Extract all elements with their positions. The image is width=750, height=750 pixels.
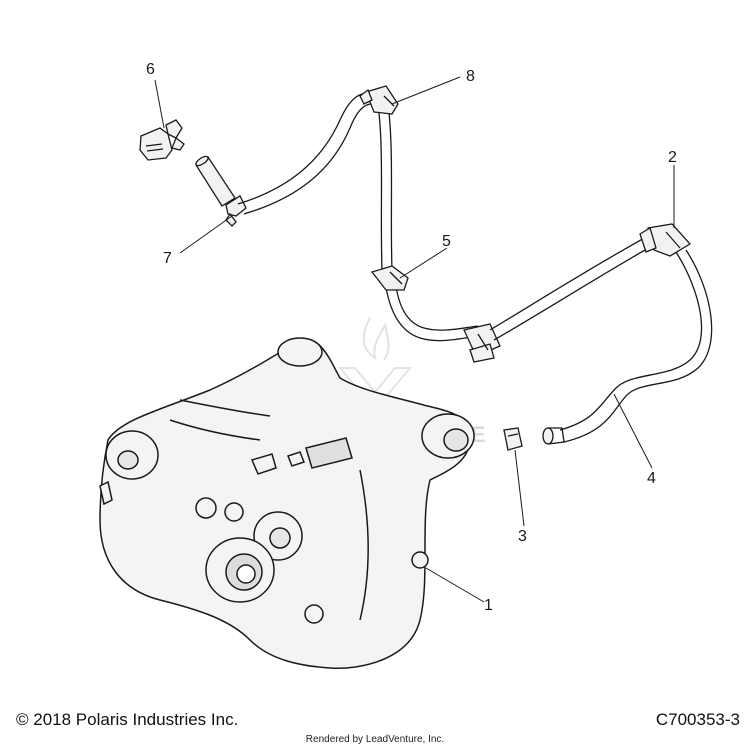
part-6-connector: [139, 119, 185, 161]
part-5-clamp: [370, 265, 409, 291]
callout-3: 3: [518, 528, 527, 545]
callout-5: 5: [442, 233, 451, 250]
part-3-clip: [503, 427, 523, 451]
part-2-clamp: [639, 223, 692, 257]
callout-6: 6: [146, 61, 155, 78]
lower-hose-clamp: [463, 323, 501, 363]
part-1-gearcase: [99, 337, 475, 669]
part-4-hose: [542, 249, 713, 445]
leader-lines: [154, 76, 675, 603]
callout-4: 4: [647, 470, 656, 487]
part-8-clamp: [359, 85, 399, 115]
callout-2: 2: [668, 149, 677, 166]
callout-8: 8: [466, 68, 475, 85]
diagram-code: C700353-3: [655, 710, 740, 729]
vent-hose-right: [489, 235, 653, 341]
rendered-by-credit: Rendered by LeadVenture, Inc.: [305, 734, 445, 745]
vent-hose-upper: [237, 92, 479, 342]
part-7-vent-fitting: [195, 155, 247, 227]
copyright-notice: © 2018 Polaris Industries Inc.: [16, 710, 239, 729]
callout-1: 1: [484, 597, 493, 614]
callout-7: 7: [163, 250, 172, 267]
